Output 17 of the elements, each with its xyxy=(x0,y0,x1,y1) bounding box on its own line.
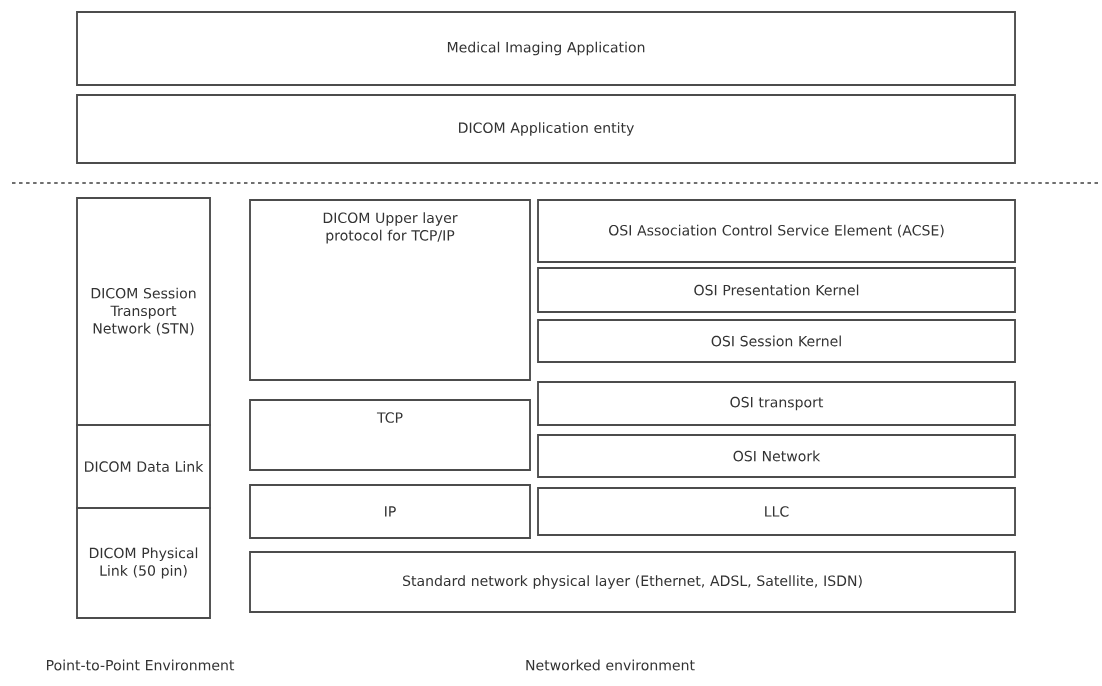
layer-box: OSI Association Control Service Element (ACSE) xyxy=(537,199,1016,263)
caption-text: Point-to-Point Environment xyxy=(47,659,235,671)
layer-box: Standard network physical layer (Ethernet, ADSL, Satellite, ISDN) xyxy=(249,551,1016,613)
caption-text: Networked environment xyxy=(526,659,695,671)
layer-box: DICOM Session Transport Network (STN) xyxy=(76,197,211,426)
layer-box: Medical Imaging Application xyxy=(76,11,1016,86)
layer-box: OSI Session Kernel xyxy=(537,319,1016,363)
layer-box: OSI transport xyxy=(537,381,1016,426)
layer-box: OSI Network xyxy=(537,434,1016,478)
layer-box: OSI Presentation Kernel xyxy=(537,267,1016,313)
layer-box: DICOM Physical Link (50 pin) xyxy=(76,507,211,619)
layer-box: TCP xyxy=(249,399,531,471)
layer-box: DICOM Upper layer protocol for TCP/IP xyxy=(249,199,531,381)
layer-box: IP xyxy=(249,484,531,539)
layer-box: DICOM Application entity xyxy=(76,94,1016,164)
layer-box: LLC xyxy=(537,487,1016,536)
layer-box: DICOM Data Link xyxy=(76,424,211,509)
